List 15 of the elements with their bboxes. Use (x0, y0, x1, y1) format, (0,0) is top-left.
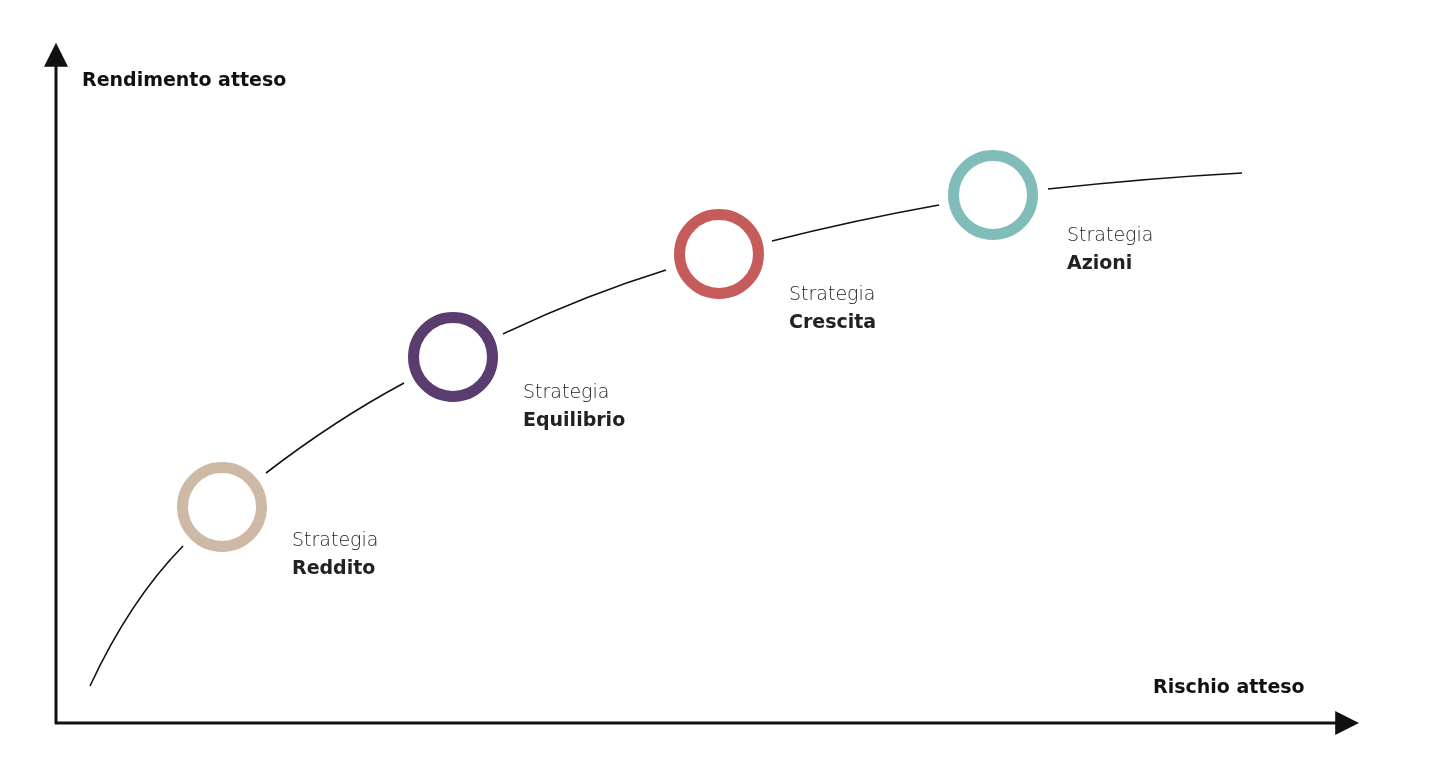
ring-marker (948, 150, 1038, 240)
strategy-label: Strategia Crescita (789, 281, 877, 334)
curve-line (771, 204, 940, 242)
y-axis-title: Rendimento atteso (82, 68, 287, 90)
strategy-label: Strategia Reddito (292, 527, 379, 580)
ring-marker (177, 462, 267, 552)
ring-marker (674, 209, 764, 299)
curve-line (89, 545, 184, 687)
strategy-label: Strategia Equilibrio (523, 379, 626, 432)
curve-line (502, 269, 667, 335)
ring-marker (408, 312, 498, 402)
curve-line (265, 382, 405, 474)
strategy-label: Strategia Azioni (1067, 222, 1154, 275)
curve-line (1047, 172, 1243, 190)
x-axis-title: Rischio atteso (1153, 675, 1305, 697)
